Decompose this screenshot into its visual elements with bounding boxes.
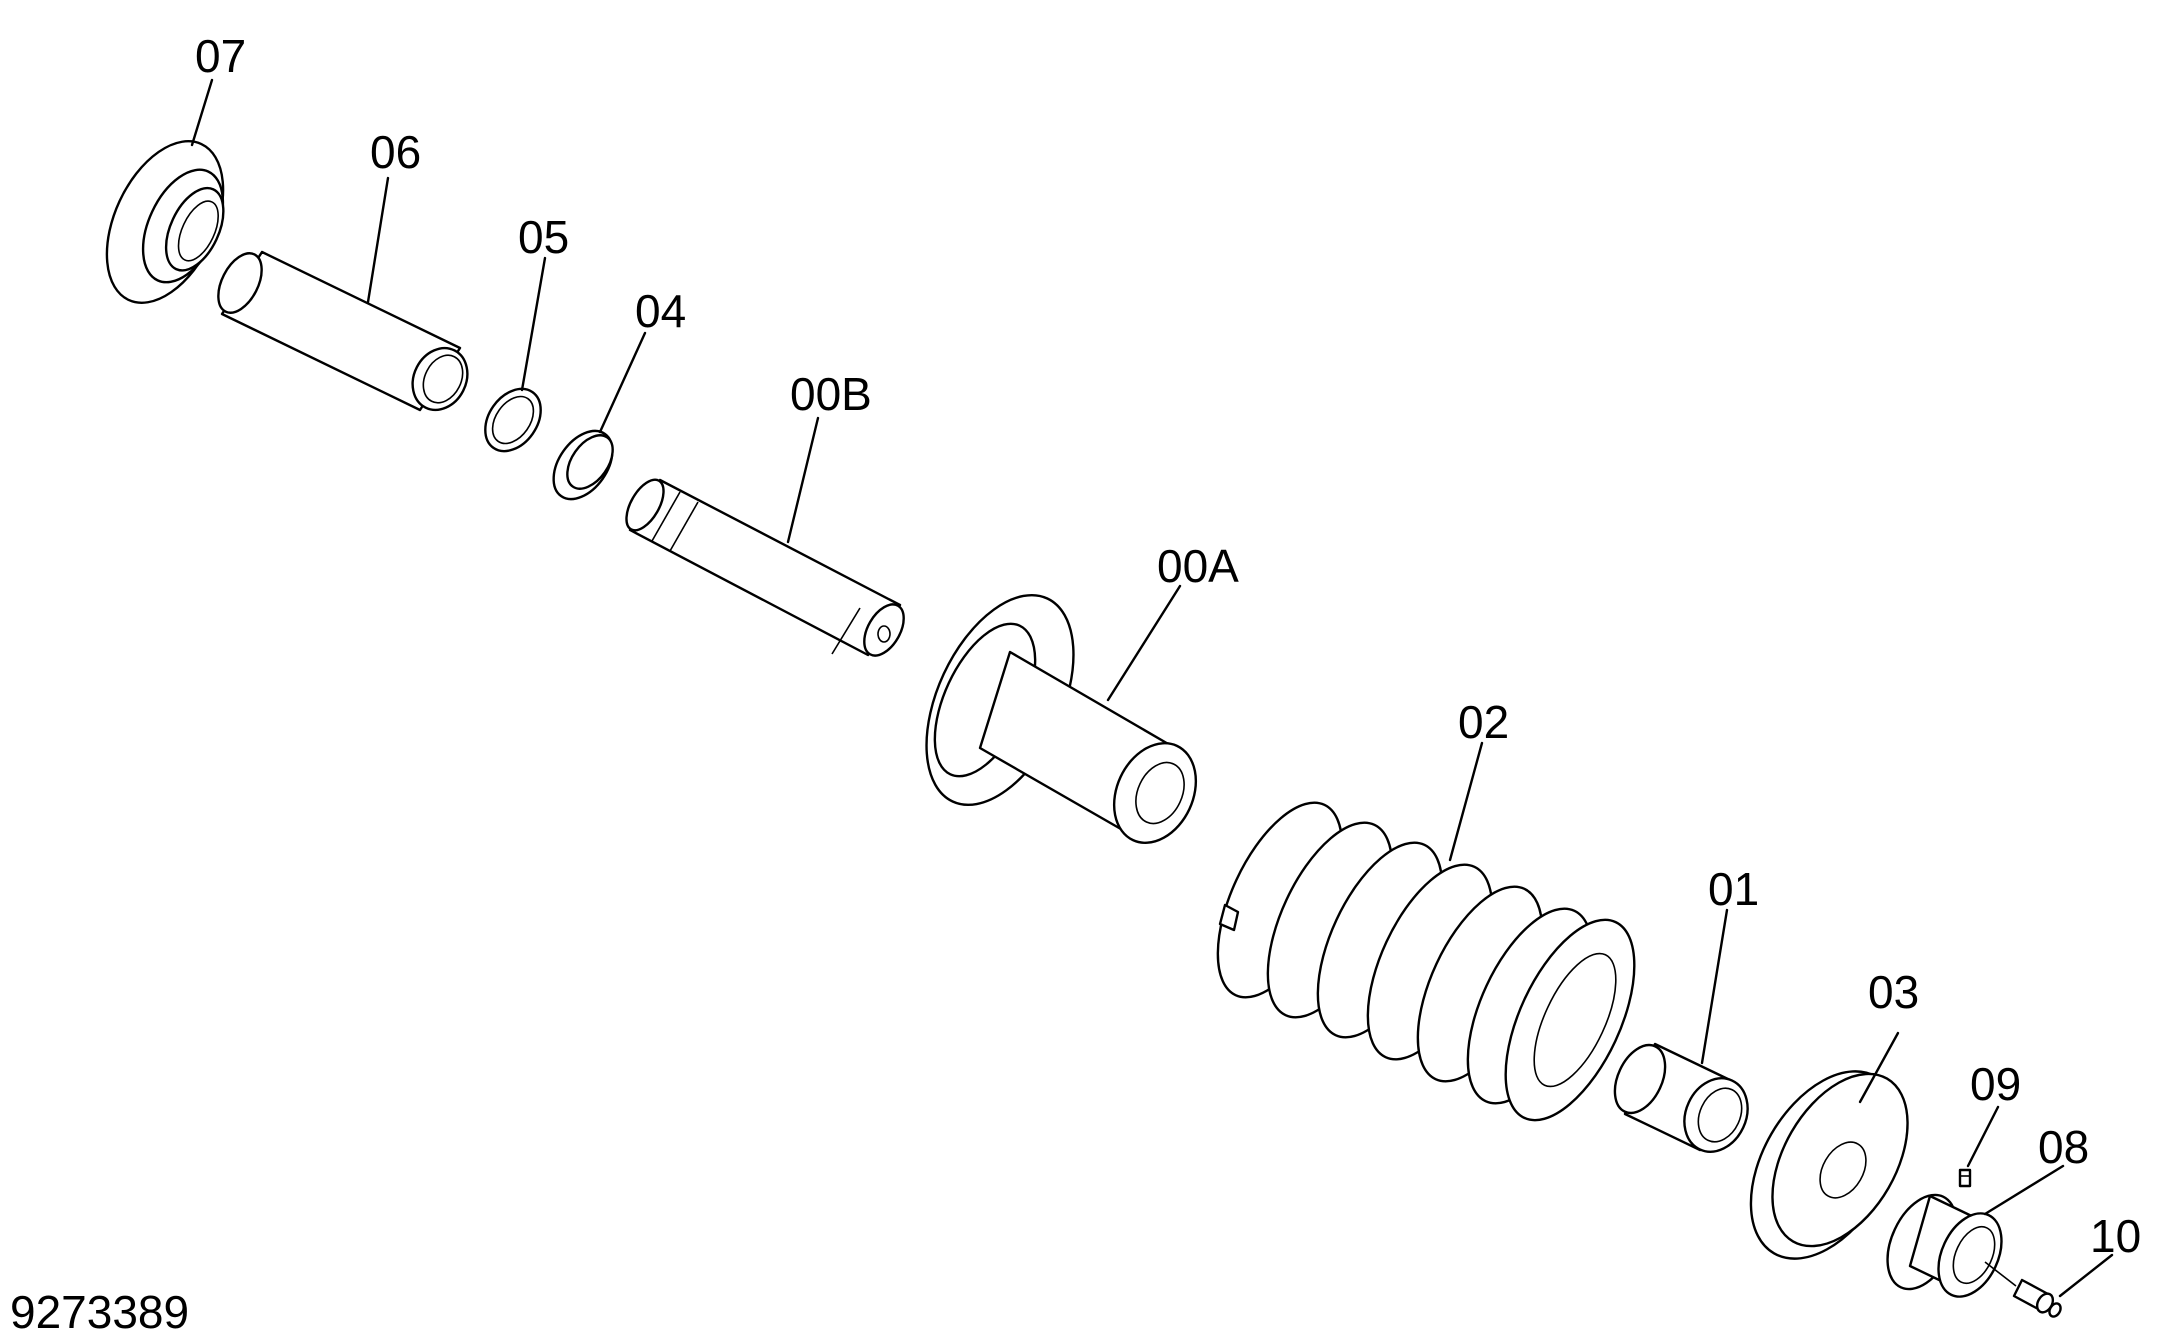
callout-04: 04: [635, 285, 686, 337]
leader-10: [2058, 1253, 2114, 1298]
callout-06: 06: [370, 126, 421, 178]
callout-10: 10: [2090, 1210, 2141, 1262]
callout-09: 09: [1970, 1058, 2021, 1110]
callout-01: 01: [1708, 863, 1759, 915]
callout-00A: 00A: [1157, 540, 1239, 592]
leader-00B: [786, 416, 820, 544]
callout-02: 02: [1458, 696, 1509, 748]
leader-08: [1983, 1164, 2065, 1216]
leader-02: [1448, 741, 1484, 862]
part-08-nut-collar: [1886, 1193, 2003, 1298]
part-00A-flanged-cylinder: [925, 593, 1198, 844]
part-04-ring-spacer: [552, 429, 614, 501]
leader-04: [598, 331, 647, 434]
leader-06: [366, 176, 390, 304]
part-06-sleeve-tube: [217, 250, 469, 412]
part-09-set-screw: [1958, 1168, 1972, 1188]
part-02-coil-spring: [1216, 801, 1636, 1122]
part-10-grease-fitting: [1984, 1261, 2062, 1318]
leader-07: [190, 78, 214, 147]
callout-08: 08: [2038, 1121, 2089, 1173]
callout-labels: 07 06 05 04 00B 00A 02 01 03 09 08 10: [195, 30, 2141, 1262]
callout-03: 03: [1868, 966, 1919, 1018]
part-05-snap-ring: [484, 387, 542, 453]
leader-05: [520, 256, 547, 392]
leader-03: [1858, 1031, 1900, 1104]
part-00B-rod: [625, 478, 905, 657]
callout-05: 05: [518, 211, 569, 263]
callout-00B: 00B: [790, 368, 872, 420]
leader-09: [1966, 1105, 2000, 1168]
leader-lines: [190, 78, 2114, 1298]
leader-00A: [1106, 584, 1182, 702]
drawing-number: 9273389: [10, 1286, 189, 1338]
callout-07: 07: [195, 30, 246, 82]
part-03-washer-disc: [1749, 1070, 1909, 1260]
leader-01: [1700, 908, 1729, 1065]
part-07-flanged-seal: [105, 140, 225, 304]
part-01-bushing-sleeve: [1613, 1042, 1749, 1153]
